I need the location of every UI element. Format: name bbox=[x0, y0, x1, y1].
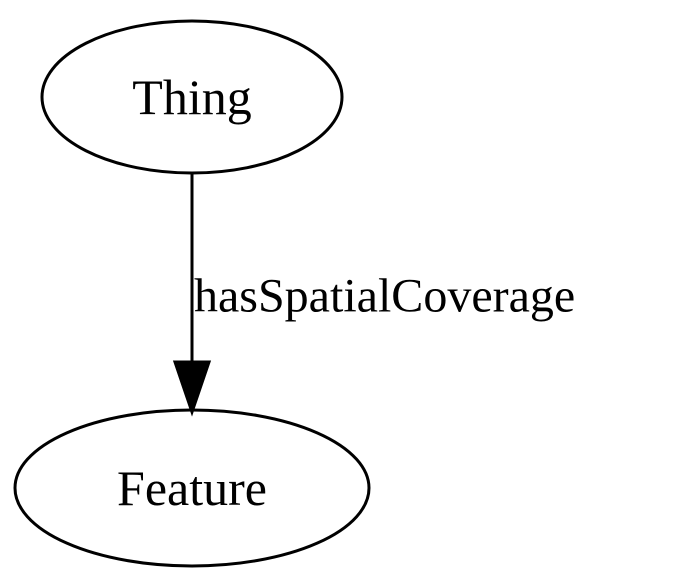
edge-label: hasSpatialCoverage bbox=[194, 270, 575, 323]
node-feature[interactable]: Feature bbox=[13, 408, 371, 568]
edge-has-spatial-coverage[interactable]: hasSpatialCoverage bbox=[172, 174, 575, 417]
node-feature-shape bbox=[13, 408, 371, 568]
node-thing[interactable]: Thing bbox=[40, 19, 344, 175]
node-thing-label: Thing bbox=[132, 69, 251, 125]
node-thing-shape bbox=[40, 19, 344, 175]
node-feature-label: Feature bbox=[117, 460, 267, 516]
arrowhead-icon bbox=[172, 360, 212, 417]
